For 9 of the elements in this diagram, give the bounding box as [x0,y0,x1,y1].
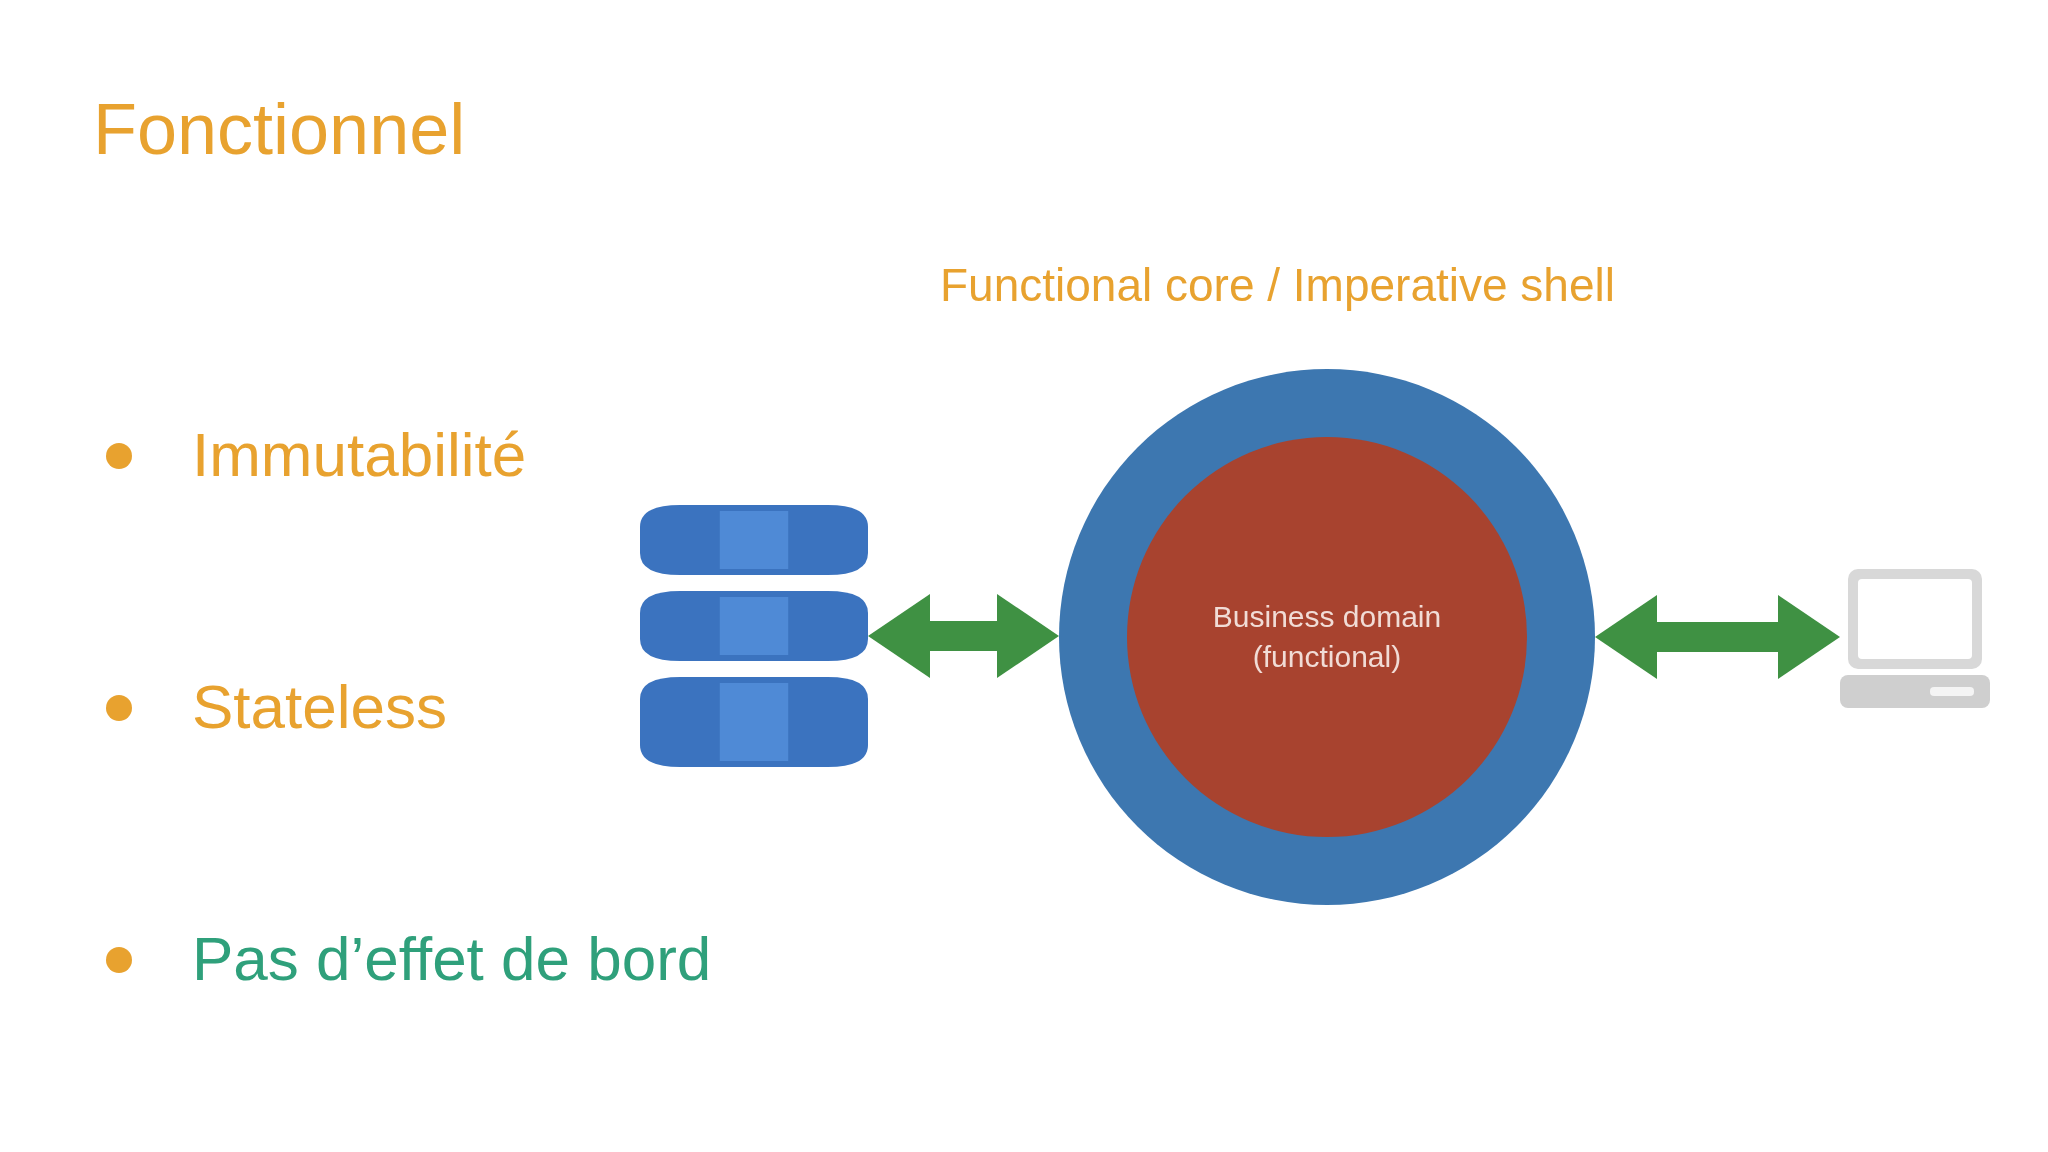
slide-title: Fonctionnel [93,88,466,170]
bullet-text: Pas d’effet de bord [192,923,712,995]
node-label: Business domain (functional) [1211,599,1443,675]
shell-ring [1059,369,1595,905]
core-circle [1127,437,1527,837]
diagram-heading: Functional core / Imperative shell [940,258,1615,313]
bullet-text: Stateless [192,671,448,743]
database-icon [640,505,868,767]
bullet-text: Immutabilité [192,419,527,491]
